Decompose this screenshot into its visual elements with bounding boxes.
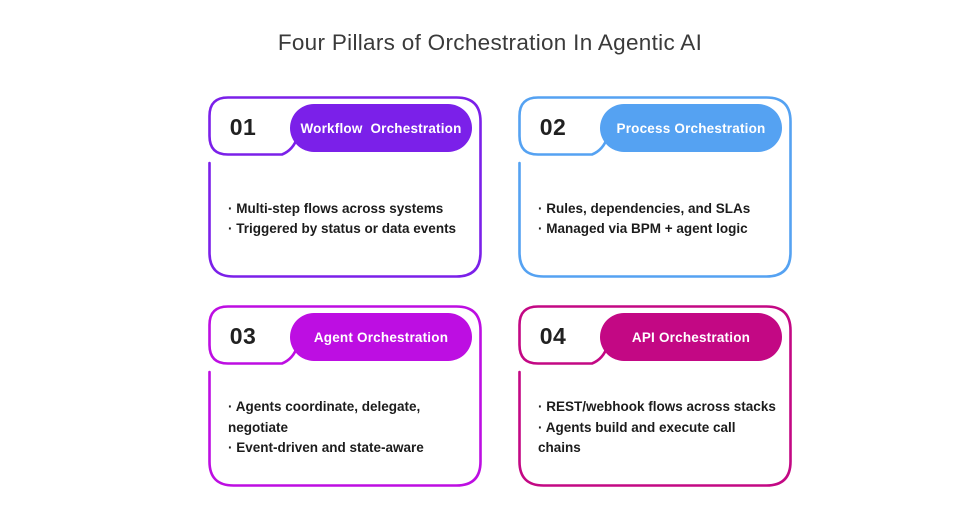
- pillar-card: 03 Agent Orchestration · Agents coordina…: [208, 305, 482, 487]
- card-title-label: API Orchestration: [631, 329, 751, 345]
- pillar-card: 01 Workflow Orchestration · Multi-step f…: [208, 96, 482, 278]
- bullet-dot: ·: [538, 221, 543, 236]
- card-bullets: · Multi-step flows across systems · Trigg…: [228, 158, 468, 276]
- bullet-dot: ·: [538, 200, 543, 216]
- bullet-dot: ·: [538, 399, 543, 415]
- card-title-label: Workflow Orchestration: [300, 120, 462, 136]
- card-title-pill: Process Orchestration: [600, 104, 782, 152]
- card-title-label: Process Orchestration: [616, 120, 766, 136]
- bullet-item: · Agents build and execute call chains: [538, 419, 736, 456]
- card-title-pill: API Orchestration: [600, 313, 782, 361]
- bullet-dot: ·: [228, 399, 233, 415]
- card-number: 02: [539, 113, 567, 140]
- pillar-card: 02 Process Orchestration · Rules, depend…: [518, 96, 792, 278]
- bullet-item: · Agents coordinate, delegate, negotiate: [228, 399, 421, 435]
- bullet-item: · Rules, dependencies, and SLAs: [538, 200, 751, 216]
- card-bullets: · Rules, dependencies, and SLAs · Managed…: [538, 158, 778, 276]
- card-outline-shape: [208, 96, 482, 278]
- bullet-item: · Event-driven and state-aware: [228, 440, 424, 456]
- card-outline-shape: [518, 305, 792, 487]
- card-title-pill: Workflow Orchestration: [290, 104, 472, 152]
- card-number: 04: [539, 322, 567, 349]
- bullet-dot: ·: [538, 419, 543, 435]
- bullet-item: · Managed via BPM + agent logic: [538, 221, 748, 236]
- card-bullets: · REST/webhook flows across stacks · Agen…: [538, 367, 778, 485]
- card-bullets: · Agents coordinate, delegate, negotiate…: [228, 367, 468, 485]
- card-number: 01: [229, 113, 257, 140]
- bullet-item: · Multi-step flows across systems: [228, 200, 444, 216]
- card-title-pill: Agent Orchestration: [290, 313, 472, 361]
- pillar-card: 04 API Orchestration · REST/webhook flow…: [518, 305, 792, 487]
- card-outline-shape: [518, 96, 792, 278]
- card-title-label: Agent Orchestration: [313, 329, 449, 345]
- bullet-dot: ·: [228, 221, 233, 236]
- bullet-item: · REST/webhook flows across stacks: [538, 399, 776, 415]
- card-number: 03: [229, 322, 257, 349]
- bullet-dot: ·: [228, 440, 233, 456]
- bullet-item: · Triggered by status or data events: [228, 221, 457, 236]
- page-title: Four Pillars of Orchestration In Agentic…: [277, 30, 703, 55]
- bullet-dot: ·: [228, 200, 233, 216]
- card-outline-shape: [208, 305, 482, 487]
